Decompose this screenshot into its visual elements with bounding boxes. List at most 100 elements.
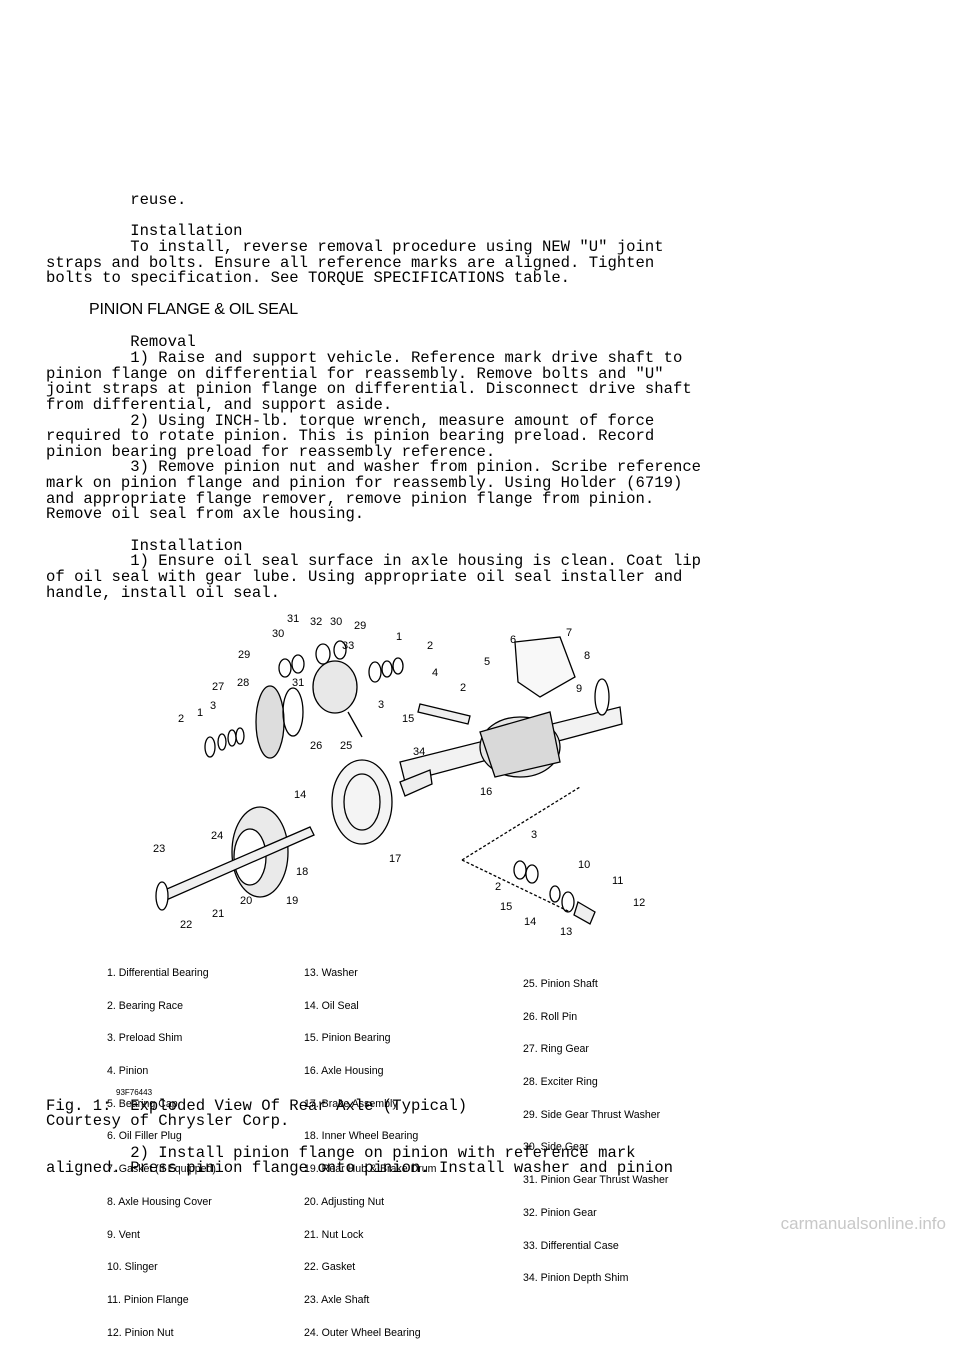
legend-item: 22. Gasket bbox=[304, 1261, 356, 1274]
legend-item: 1. Differential Bearing bbox=[107, 966, 209, 979]
body-line: 2) Install pinion flange on pinion with … bbox=[46, 1144, 636, 1162]
legend-item: 26. Roll Pin bbox=[523, 1010, 578, 1023]
removal-line: 3) Remove pinion nut and washer from pin… bbox=[46, 458, 702, 476]
installation-heading: Installation bbox=[46, 537, 243, 555]
legend-column-3: 25. Pinion Shaft 26. Roll Pin 27. Ring G… bbox=[523, 957, 668, 1295]
callout-label: 14 bbox=[524, 916, 536, 928]
removal-line: and appropriate flange remover, remove p… bbox=[46, 490, 655, 508]
removal-line: 2) Using INCH-lb. torque wrench, measure… bbox=[46, 412, 655, 430]
removal-line: required to rotate pinion. This is pinio… bbox=[46, 427, 655, 445]
figure-caption: Fig. 1: Exploded View Of Rear Axle (Typi… bbox=[46, 1097, 468, 1115]
callout-label: 24 bbox=[211, 830, 223, 842]
callout-label: 12 bbox=[633, 897, 645, 909]
callout-label: 11 bbox=[612, 875, 623, 887]
legend-item: 10. Slinger bbox=[107, 1261, 158, 1274]
section-heading: PINION FLANGE & OIL SEAL bbox=[89, 301, 298, 318]
legend-item: 14. Oil Seal bbox=[304, 999, 359, 1012]
installation-line: straps and bolts. Ensure all reference m… bbox=[46, 254, 655, 272]
legend-item: 27. Ring Gear bbox=[523, 1043, 589, 1056]
callout-label: 3 bbox=[531, 829, 537, 841]
legend-item: 21. Nut Lock bbox=[304, 1228, 364, 1241]
callout-label: 32 bbox=[310, 616, 322, 628]
callout-label: 18 bbox=[296, 866, 308, 878]
legend-item: 11. Pinion Flange bbox=[107, 1294, 189, 1306]
legend-item: 19. Rear Hub & Brake Drum bbox=[304, 1163, 437, 1176]
legend-item: 29. Side Gear Thrust Washer bbox=[523, 1108, 661, 1121]
callout-label: 10 bbox=[578, 859, 590, 871]
callout-label: 26 bbox=[310, 740, 322, 752]
legend-item: 18. Inner Wheel Bearing bbox=[304, 1130, 419, 1143]
callout-label: 2 bbox=[460, 682, 466, 694]
callout-label: 21 bbox=[212, 908, 224, 920]
callout-label: 22 bbox=[180, 919, 192, 931]
callout-label: 2 bbox=[427, 640, 433, 652]
callout-label: 6 bbox=[510, 634, 516, 646]
callout-label: 7 bbox=[566, 627, 572, 639]
callout-label: 2 bbox=[495, 881, 501, 893]
legend-item: 31. Pinion Gear Thrust Washer bbox=[523, 1174, 669, 1187]
legend-item: 24. Outer Wheel Bearing bbox=[304, 1326, 421, 1339]
legend-item: 15. Pinion Bearing bbox=[304, 1032, 391, 1045]
removal-line: from differential, and support aside. bbox=[46, 396, 393, 414]
removal-line: Remove oil seal from axle housing. bbox=[46, 505, 365, 523]
legend-item: 6. Oil Filler Plug bbox=[107, 1130, 182, 1143]
callout-label: 17 bbox=[389, 853, 401, 865]
callout-label: 20 bbox=[240, 895, 252, 907]
figure-id: 93F76443 bbox=[116, 1088, 153, 1097]
watermark: carmanualsonline.info bbox=[780, 1214, 946, 1233]
callout-label: 2 bbox=[178, 713, 184, 725]
legend-item: 8. Axle Housing Cover bbox=[107, 1195, 212, 1208]
callout-label: 3 bbox=[378, 699, 384, 711]
callout-label: 1 bbox=[396, 631, 402, 643]
callout-label: 15 bbox=[402, 713, 414, 725]
legend-item: 2. Bearing Race bbox=[107, 999, 183, 1012]
installation-heading: Installation bbox=[46, 222, 243, 240]
legend-item: 17. Brake Assembly bbox=[304, 1097, 398, 1110]
body-line: aligned. Press pinion flange onto pinion… bbox=[46, 1159, 673, 1177]
legend-item: 16. Axle Housing bbox=[304, 1064, 384, 1077]
callout-label: 9 bbox=[576, 683, 582, 695]
callout-label: 29 bbox=[238, 649, 250, 661]
removal-line: pinion bearing preload for reassembly re… bbox=[46, 443, 496, 461]
callout-label: 14 bbox=[294, 789, 306, 801]
callout-label: 30 bbox=[330, 616, 342, 628]
legend-item: 33. Differential Case bbox=[523, 1239, 619, 1252]
removal-line: pinion flange on differential for reasse… bbox=[46, 365, 664, 383]
installation-line: 1) Ensure oil seal surface in axle housi… bbox=[46, 552, 702, 570]
callout-label: 19 bbox=[286, 895, 298, 907]
callout-label: 4 bbox=[432, 667, 438, 679]
callout-label: 27 bbox=[212, 681, 224, 693]
callout-label: 23 bbox=[153, 843, 165, 855]
callout-label: 8 bbox=[584, 650, 590, 662]
callout-label: 13 bbox=[560, 926, 572, 938]
callout-label: 28 bbox=[237, 677, 249, 689]
callout-label: 3 bbox=[210, 700, 216, 712]
removal-line: 1) Raise and support vehicle. Reference … bbox=[46, 349, 683, 367]
text-reuse: reuse. bbox=[46, 191, 187, 209]
callout-label: 31 bbox=[287, 613, 299, 625]
callout-label: 33 bbox=[342, 640, 354, 652]
callout-label: 16 bbox=[480, 786, 492, 798]
callout-label: 31 bbox=[292, 677, 304, 689]
exploded-view-figure: 31 30 32 30 29 33 1 2 6 7 8 29 31 5 9 27… bbox=[100, 612, 720, 1098]
legend-item: 4. Pinion bbox=[107, 1064, 149, 1077]
legend-item: 28. Exciter Ring bbox=[523, 1075, 598, 1088]
legend-item: 32. Pinion Gear bbox=[523, 1206, 597, 1219]
callout-label: 34 bbox=[413, 746, 425, 758]
legend-item: 3. Preload Shim bbox=[107, 1032, 183, 1045]
installation-line: To install, reverse removal procedure us… bbox=[46, 238, 664, 256]
legend-item: 23. Axle Shaft bbox=[304, 1294, 370, 1306]
callout-label: 5 bbox=[484, 656, 490, 668]
removal-line: mark on pinion flange and pinion for rea… bbox=[46, 474, 683, 492]
legend-item: 25. Pinion Shaft bbox=[523, 977, 598, 990]
legend-item: 7. Gasket (If Equipped) bbox=[107, 1163, 216, 1176]
removal-heading: Removal bbox=[46, 333, 196, 351]
removal-line: joint straps at pinion flange on differe… bbox=[46, 380, 692, 398]
legend-item: 5. Bearing Cap bbox=[107, 1097, 178, 1110]
legend-item: 30. Side Gear bbox=[523, 1141, 589, 1154]
callout-label: 1 bbox=[197, 707, 203, 719]
legend-item: 20. Adjusting Nut bbox=[304, 1195, 385, 1208]
figure-credit: Courtesy of Chrysler Corp. bbox=[46, 1112, 290, 1130]
legend-item: 13. Washer bbox=[304, 966, 358, 979]
callout-label: 15 bbox=[500, 901, 512, 913]
